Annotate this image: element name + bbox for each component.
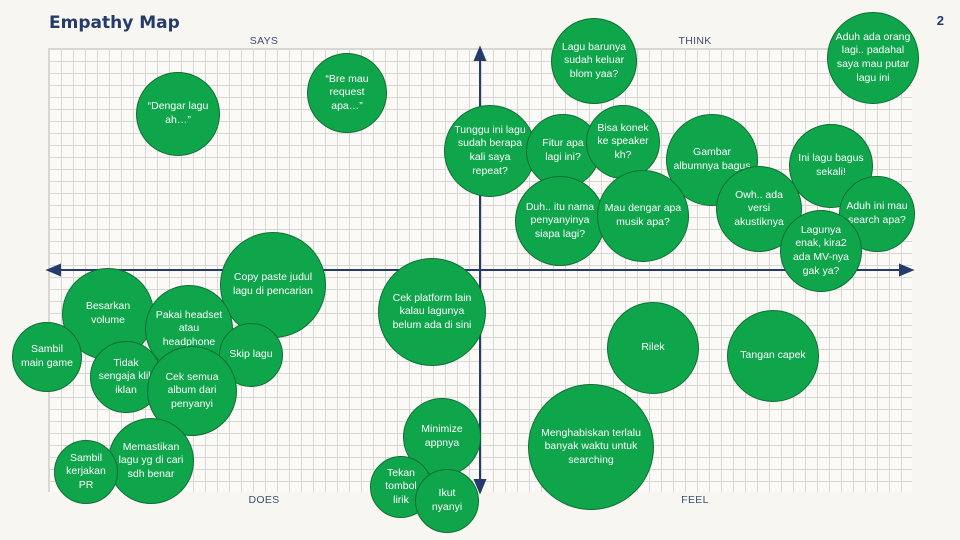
sticky-note-menghabiskan[interactable]: Menghabiskan terlalu banyak waktu untuk … xyxy=(528,384,654,510)
axis-arrow-down xyxy=(473,479,487,495)
sticky-note-sambil-pr[interactable]: Sambil kerjakan PR xyxy=(54,440,118,504)
sticky-note-aduh-orang[interactable]: Aduh ada orang lagi.. padahal saya mau p… xyxy=(827,12,919,104)
sticky-note-mau-dengar[interactable]: Mau dengar apa musik apa? xyxy=(597,170,689,262)
sticky-note-mv[interactable]: Lagunya enak, kira2 ada MV-nya gak ya? xyxy=(780,210,862,292)
sticky-note-rilek[interactable]: Rilek xyxy=(607,302,699,394)
sticky-note-capek[interactable]: Tangan capek xyxy=(727,310,819,402)
sticky-note-cek-platform[interactable]: Cek platform lain kalau lagunya belum ad… xyxy=(378,258,486,366)
sticky-note-tunggu[interactable]: Tunggu ini lagu sudah berapa kali saya r… xyxy=(444,105,536,197)
axis-arrow-right xyxy=(899,263,915,277)
sticky-note-baru-keluar[interactable]: Lagu barunya sudah keluar blom yaa? xyxy=(551,18,637,104)
sticky-note-minimize[interactable]: Minimize appnya xyxy=(403,398,481,476)
quadrant-label-does: DOES xyxy=(248,494,280,506)
sticky-note-konek[interactable]: Bisa konek ke speaker kh? xyxy=(586,105,660,179)
sticky-note-memastikan[interactable]: Memastikan lagu yg di cari sdh benar xyxy=(108,418,194,504)
sticky-note-sambil-game[interactable]: Sambil main game xyxy=(12,322,82,392)
sticky-note-ikut[interactable]: Ikut nyanyi xyxy=(415,469,479,533)
sticky-note-bre[interactable]: “Bre mau request apa…” xyxy=(307,53,387,133)
page-title: Empathy Map xyxy=(49,13,180,33)
quadrant-label-feel: FEEL xyxy=(681,494,709,506)
sticky-note-duh[interactable]: Duh.. itu nama penyanyinya siapa lagi? xyxy=(515,176,605,266)
sticky-note-copy-paste[interactable]: Copy paste judul lagu di pencarian xyxy=(220,232,326,338)
quadrant-label-says: SAYS xyxy=(249,35,279,47)
axis-arrow-left xyxy=(45,263,61,277)
page-number: 2 xyxy=(936,13,944,28)
quadrant-label-think: THINK xyxy=(678,35,712,47)
axis-arrow-up xyxy=(473,45,487,61)
sticky-note-aduh-search[interactable]: Aduh ini mau search apa? xyxy=(839,176,915,252)
sticky-note-dengar[interactable]: “Dengar lagu ah…” xyxy=(136,72,220,156)
